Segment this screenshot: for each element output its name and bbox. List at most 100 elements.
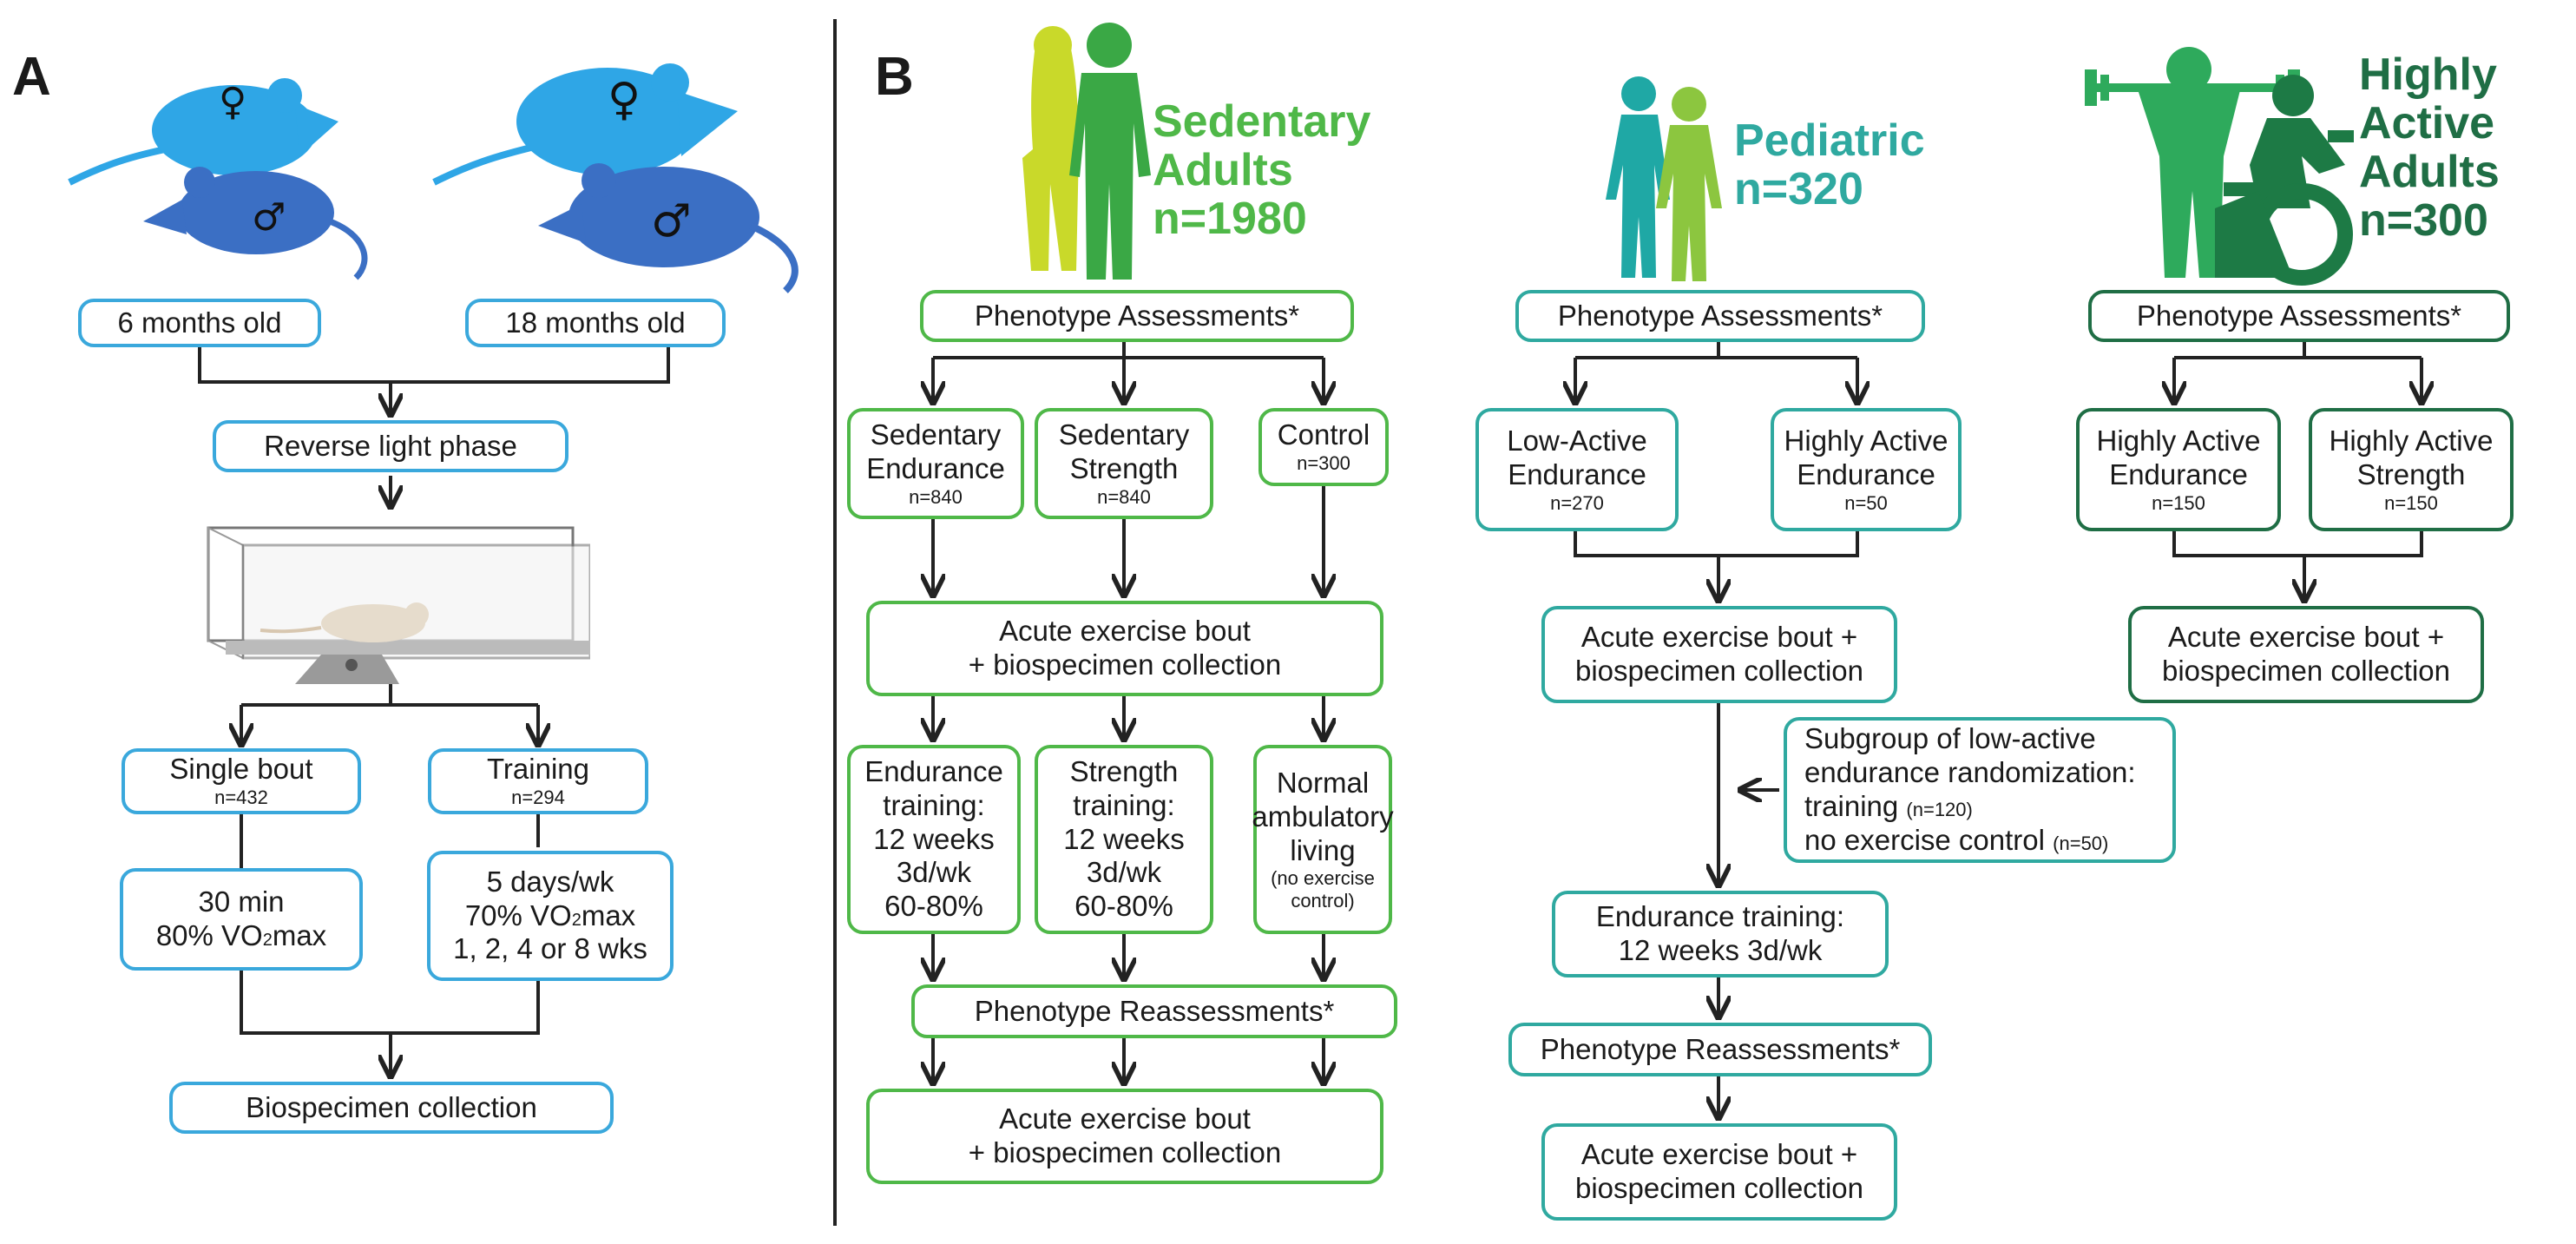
pediatric-title-line1: Pediatric [1734,115,1925,166]
sed-endurance-n: n=840 [909,485,963,508]
rat-young-male-icon [143,167,368,280]
training-protocol-duration: 1, 2, 4 or 8 wks [453,932,647,965]
endurance-training-l5: 60-80% [884,890,983,923]
male-symbol-young: ♂ [252,195,286,240]
training-n: n=294 [511,787,565,809]
ped-acute2-line1: Acute exercise bout + [1580,1138,1858,1171]
sed-endurance-line1: Sedentary [870,418,1002,451]
subgroup-line4: no exercise control (n=50) [1804,823,2109,856]
male-symbol-old: ♂ [651,195,692,247]
ha-endurance-n: n=150 [2152,491,2205,514]
sedentary-adults-silhouette-icon [1022,23,1151,280]
control-line1: Control [1277,418,1370,451]
sed-acute1-line2: + biospecimen collection [968,648,1282,681]
pediatric-highly-active-box: Highly Active Endurance n=50 [1771,408,1962,531]
highly-active-adults-silhouette-icon [2085,47,2354,286]
panel-divider [833,19,837,1226]
rat-old-female-icon [432,63,738,186]
strength-training-l4: 3d/wk [1086,856,1162,889]
sedentary-assessments-box: Phenotype Assessments* [920,290,1354,342]
strength-training-l3: 12 weeks [1063,822,1185,855]
sedentary-endurance-box: Sedentary Endurance n=840 [847,408,1024,519]
subgroup-randomization-box: Subgroup of low-active endurance randomi… [1784,717,2176,863]
ha-title-line2: Active [2359,98,2495,149]
pediatric-endurance-training-box: Endurance training: 12 weeks 3d/wk [1552,891,1889,977]
sed-acute2-line2: + biospecimen collection [968,1136,1282,1168]
sedentary-reassessments-label: Phenotype Reassessments* [974,994,1335,1027]
ambulatory-note2: control) [1291,890,1355,912]
pediatric-n: n=320 [1734,164,1863,215]
ambulatory-l1: Normal [1276,766,1370,799]
treadmill-icon [207,526,590,684]
low-active-endurance-box: Low-Active Endurance n=270 [1475,408,1679,531]
sed-strength-line2: Strength [1069,451,1179,484]
normal-ambulatory-box: Normal ambulatory living (no exercise co… [1252,745,1394,934]
ambulatory-l3: living [1290,833,1356,866]
pediatric-assessments-label: Phenotype Assessments* [1557,299,1883,332]
highly-active-adults-title: Highly Active Adults n=300 [2359,50,2500,246]
pediatric-title: Pediatric n=320 [1734,116,1925,214]
strength-training-l1: Strength [1069,754,1179,787]
reverse-light-label: Reverse light phase [264,429,517,462]
ped-acute1-line2: biospecimen collection [1574,655,1863,687]
sed-acute2-line1: Acute exercise bout [999,1102,1251,1135]
pediatric-acute-bout-box: Acute exercise bout + biospecimen collec… [1541,606,1897,703]
sedentary-adults-title: Sedentary Adults n=1980 [1153,96,1371,245]
ha-acute-line1: Acute exercise bout + [2167,621,2445,654]
ambulatory-note1: (no exercise [1271,867,1375,890]
pediatric-assessments-box: Phenotype Assessments* [1515,290,1925,342]
control-box: Control n=300 [1258,408,1389,486]
sedentary-acute-bout-2-box: Acute exercise bout + biospecimen collec… [866,1089,1383,1184]
subgroup-line2: endurance randomization: [1804,756,2136,789]
single-protocol-duration: 30 min [198,885,285,918]
single-bout-protocol-box: 30 min 80% VO2max [120,868,363,971]
pediatric-reassessments-box: Phenotype Reassessments* [1508,1023,1932,1076]
sedentary-assessments-label: Phenotype Assessments* [974,299,1300,332]
ped-training-line2: 12 weeks 3d/wk [1618,934,1823,966]
ha-strength-n: n=150 [2384,491,2438,514]
age-18-months-box: 18 months old [465,299,726,347]
endurance-training-l1: Endurance [864,754,1003,787]
ha-assessments-label: Phenotype Assessments* [2136,299,2462,332]
sed-acute1-line1: Acute exercise bout [999,615,1251,648]
strength-training-l2: training: [1073,788,1175,821]
biospecimen-collection-box: Biospecimen collection [169,1082,614,1134]
endurance-training-l3: 12 weeks [873,822,995,855]
age-6-months-label: 6 months old [117,306,282,339]
sedentary-n: n=1980 [1153,194,1307,245]
sedentary-reassessments-box: Phenotype Reassessments* [911,984,1397,1038]
subgroup-line3: training (n=120) [1804,790,1973,822]
low-active-n: n=270 [1550,491,1604,514]
training-protocol-box: 5 days/wk 70% VO2max 1, 2, 4 or 8 wks [427,851,674,981]
endurance-training-l4: 3d/wk [896,856,972,889]
low-active-line2: Endurance [1508,457,1646,490]
sedentary-title-line2: Adults [1153,145,1293,196]
sedentary-title-line1: Sedentary [1153,96,1371,147]
sed-strength-n: n=840 [1097,485,1151,508]
ha-acute-line2: biospecimen collection [2161,655,2450,687]
ped-highly-active-line1: Highly Active [1784,424,1948,457]
subgroup-line1: Subgroup of low-active [1804,722,2096,755]
training-protocol-intensity: 70% VO2max [464,898,636,931]
pediatric-acute-bout-2-box: Acute exercise bout + biospecimen collec… [1541,1123,1897,1221]
low-active-line1: Low-Active [1507,424,1647,457]
ped-training-line1: Endurance training: [1595,900,1845,933]
ha-endurance-line2: Endurance [2109,457,2248,490]
pediatric-reassessments-label: Phenotype Reassessments* [1540,1032,1901,1065]
rat-young-female-icon [68,78,338,186]
ped-acute1-line1: Acute exercise bout + [1580,621,1858,654]
endurance-training-box: Endurance training: 12 weeks 3d/wk 60-80… [847,745,1021,934]
rat-old-male-icon [538,163,798,293]
ambulatory-l2: ambulatory [1252,800,1394,833]
single-bout-box: Single bout n=432 [122,748,361,814]
ha-endurance-line1: Highly Active [2096,424,2261,457]
endurance-training-l2: training: [883,788,985,821]
age-6-months-box: 6 months old [78,299,321,347]
single-protocol-intensity: 80% VO2max [155,919,327,951]
ha-n: n=300 [2359,195,2488,247]
single-bout-n: n=432 [214,787,268,809]
ha-title-line3: Adults [2359,147,2500,198]
female-symbol-old: ♀ [608,74,641,126]
single-bout-title: Single bout [169,753,313,786]
